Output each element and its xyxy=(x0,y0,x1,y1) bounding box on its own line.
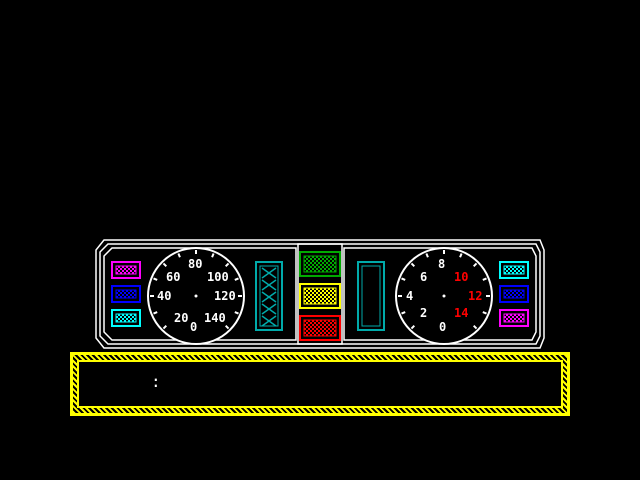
speedometer-ticks xyxy=(150,250,242,330)
left-bar-gauge xyxy=(255,261,283,331)
dial-tick xyxy=(224,324,230,330)
message-console-inner: : xyxy=(77,360,563,408)
right-lamp-cyan xyxy=(499,261,529,279)
warning-light-red xyxy=(299,315,341,341)
left-indicator-lamps xyxy=(111,261,141,327)
dial-tick xyxy=(162,324,168,330)
speedometer-label-80: 80 xyxy=(188,257,202,271)
tachometer-ticks xyxy=(398,250,490,330)
warning-light-yellow xyxy=(299,283,341,309)
dial-tick xyxy=(410,324,416,330)
dial-tick xyxy=(472,262,478,268)
tachometer-label-12: 12 xyxy=(468,289,482,303)
left-lamp-magenta xyxy=(111,261,141,279)
dial-tick xyxy=(224,262,230,268)
right-bar-gauge xyxy=(357,261,385,331)
center-warning-lights xyxy=(299,251,341,341)
tachometer-label-6: 6 xyxy=(420,270,427,284)
dial-tick xyxy=(401,311,406,315)
left-lamp-blue xyxy=(111,285,141,303)
dial-tick xyxy=(153,277,158,281)
tachometer-label-8: 8 xyxy=(438,257,445,271)
tachometer-label-2: 2 xyxy=(420,306,427,320)
dial-tick xyxy=(459,253,463,258)
tachometer-label-10: 10 xyxy=(454,270,468,284)
dial-tick xyxy=(410,262,416,268)
speedometer-center xyxy=(194,294,198,298)
dial-tick xyxy=(401,277,406,281)
speedometer-label-140: 140 xyxy=(204,311,226,325)
dial-tick xyxy=(177,253,181,258)
dial-tick xyxy=(234,311,239,315)
message-console: : xyxy=(70,352,570,416)
tachometer-label-4: 4 xyxy=(406,289,413,303)
right-lamp-magenta xyxy=(499,309,529,327)
speedometer-label-60: 60 xyxy=(166,270,180,284)
console-cursor: : xyxy=(151,372,161,391)
warning-light-green xyxy=(299,251,341,277)
dashboard-frame xyxy=(95,239,545,349)
tachometer-label-0: 0 xyxy=(439,320,446,334)
speedometer-label-0: 0 xyxy=(190,320,197,334)
dial-tick xyxy=(472,324,478,330)
dial-tick xyxy=(162,262,168,268)
tachometer-label-14: 14 xyxy=(454,306,468,320)
speedometer-label-120: 120 xyxy=(214,289,236,303)
right-lamp-blue xyxy=(499,285,529,303)
tachometer: 2 4 6 8 10 12 14 0 xyxy=(395,247,493,345)
right-indicator-lamps xyxy=(499,261,529,327)
speedometer-label-20: 20 xyxy=(174,311,188,325)
speedometer-label-100: 100 xyxy=(207,270,229,284)
dial-tick xyxy=(425,253,429,258)
dial-tick xyxy=(211,253,215,258)
dial-tick xyxy=(234,277,239,281)
dial-tick xyxy=(153,311,158,315)
dial-tick xyxy=(482,311,487,315)
speedometer-label-40: 40 xyxy=(157,289,171,303)
left-lamp-cyan xyxy=(111,309,141,327)
dial-tick xyxy=(482,277,487,281)
speedometer: 20 40 60 80 100 120 140 0 xyxy=(147,247,245,345)
tachometer-center xyxy=(442,294,446,298)
